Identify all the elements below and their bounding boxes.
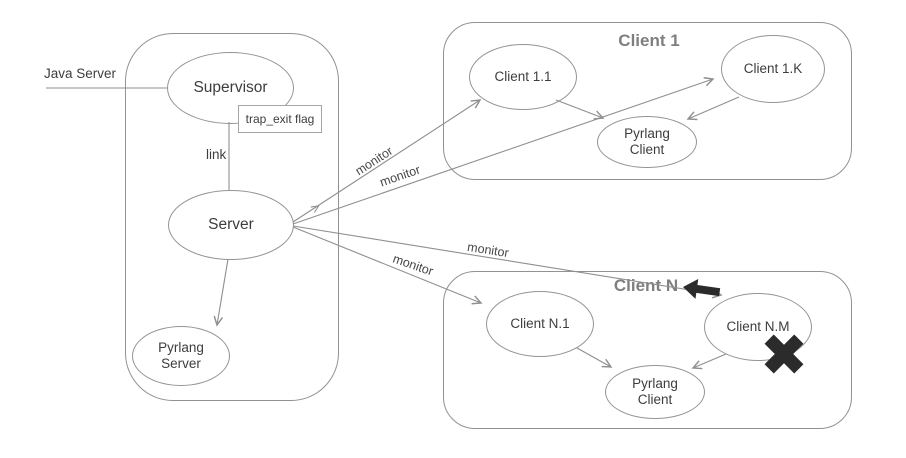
clientn-group-title: Client N <box>613 276 679 295</box>
trap-exit-flag-box: trap_exit flag <box>238 105 322 133</box>
java-server-label: Java Server <box>44 66 117 81</box>
pyrlang-client-1-node: Pyrlang Client <box>597 116 697 168</box>
client-n-1-node: Client N.1 <box>486 291 594 357</box>
monitor-label-3: monitor <box>466 239 510 261</box>
client-1-k-node-label: Client 1.K <box>743 60 803 76</box>
trap-exit-flag-label: trap_exit flag <box>245 112 315 126</box>
server-node: Server <box>168 190 294 260</box>
pyrlang-server-node: Pyrlang Server <box>132 326 230 386</box>
client-1-1-node-label: Client 1.1 <box>494 68 552 84</box>
monitor-label-4: monitor <box>391 251 435 279</box>
client-n-m-node-label: Client N.M <box>726 318 790 334</box>
client1-group-title: Client 1 <box>618 31 680 50</box>
pyrlang-server-node-label: Pyrlang Server <box>158 339 204 371</box>
supervisor-node-label: Supervisor <box>193 78 268 96</box>
link-edge-label: link <box>206 147 227 162</box>
client-n-m-node: Client N.M <box>704 293 812 361</box>
client-n-1-node-label: Client N.1 <box>510 315 570 331</box>
pyrlang-client-n-node-label: Pyrlang Client <box>632 375 678 407</box>
client-1-1-node: Client 1.1 <box>469 44 577 110</box>
server-node-label: Server <box>208 215 254 233</box>
monitor-label-2: monitor <box>378 162 422 190</box>
pyrlang-client-n-node: Pyrlang Client <box>605 365 705 419</box>
supervisor-node: Supervisor <box>167 52 294 124</box>
client-1-k-node: Client 1.K <box>721 35 825 103</box>
pyrlang-client-1-node-label: Pyrlang Client <box>624 125 670 157</box>
